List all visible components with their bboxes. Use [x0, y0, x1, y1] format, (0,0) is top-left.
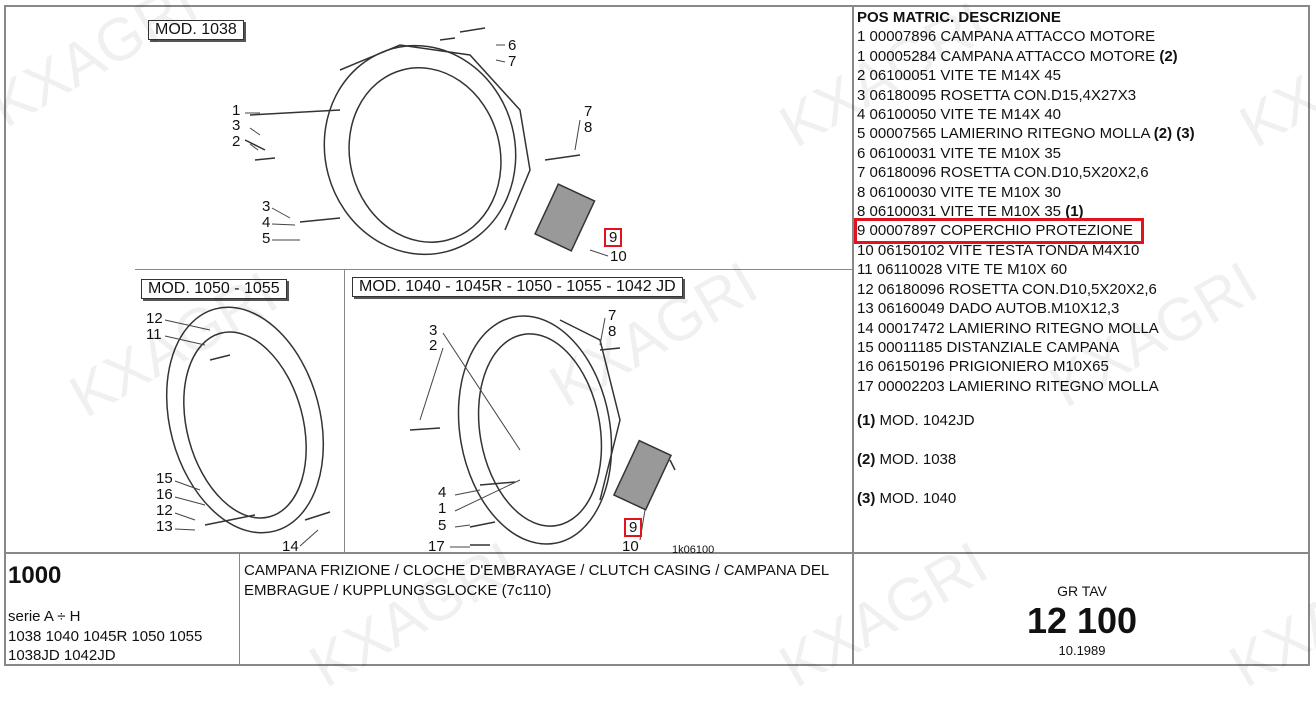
divider	[344, 269, 345, 553]
part-text: 6 06100031 VITE TE M10X 35	[857, 144, 1062, 162]
divider	[135, 269, 853, 270]
callout: 7	[608, 307, 617, 324]
part-text: 3 06180095 ROSETTA CON.D15,4X27X3	[857, 86, 1137, 104]
callout: 2	[429, 337, 438, 354]
part-text: 1 00007896 CAMPANA ATTACCO MOTORE	[857, 28, 1156, 46]
divider	[239, 553, 240, 666]
part-text: 8 06100030 VITE TE M10X 30	[857, 183, 1062, 201]
part-text: 13 06160049 DADO AUTOB.M10X12,3	[857, 300, 1120, 318]
part-note: (1)	[1065, 203, 1084, 221]
model-label-1050-1055: MOD. 1050 - 1055	[141, 279, 287, 299]
callout: 17	[428, 538, 445, 555]
callout: 4	[262, 214, 271, 231]
callout-highlighted[interactable]: 9	[603, 228, 623, 247]
parts-row[interactable]: 7 06180096 ROSETTA CON.D10,5X20X2,6	[857, 163, 1195, 182]
clutch-housing-1038	[244, 27, 596, 256]
callout: 15	[156, 470, 173, 487]
note: (1) MOD. 1042JD	[857, 412, 975, 429]
parts-row[interactable]: 12 06180096 ROSETTA CON.D10,5X20X2,6	[857, 280, 1195, 299]
model-label-1038: MOD. 1038	[148, 20, 244, 40]
parts-row[interactable]: 3 06180095 ROSETTA CON.D15,4X27X3	[857, 86, 1195, 105]
callout: 4	[438, 484, 447, 501]
callout: 6	[508, 37, 517, 54]
part-text: 16 06150196 PRIGIONIERO M10X65	[857, 358, 1109, 376]
parts-row[interactable]: 1 00007896 CAMPANA ATTACCO MOTORE	[857, 27, 1195, 46]
parts-row[interactable]: 17 00002203 LAMIERINO RITEGNO MOLLA	[857, 377, 1195, 396]
models: 1038JD 1042JD	[8, 647, 116, 664]
part-text: 2 06100051 VITE TE M14X 45	[857, 67, 1062, 85]
callout: 1	[438, 500, 447, 517]
clutch-housing-1040	[409, 315, 676, 546]
part-text: 8 06100031 VITE TE M10X 35	[857, 203, 1062, 221]
part-text: 11 06110028 VITE TE M10X 60	[857, 261, 1068, 279]
group-description: CAMPANA FRIZIONE / CLOCHE D'EMBRAYAGE / …	[244, 562, 829, 599]
callout: 10	[610, 248, 627, 265]
drawing-code: 1k06100	[672, 544, 715, 556]
parts-row[interactable]: 14 00017472 LAMIERINO RITEGNO MOLLA	[857, 319, 1195, 338]
exploded-diagram	[164, 27, 676, 548]
callout-highlighted[interactable]: 9	[623, 518, 643, 537]
models: 1038 1040 1045R 1050 1055	[8, 627, 203, 645]
parts-row[interactable]: 2 06100051 VITE TE M14X 45	[857, 66, 1195, 85]
part-text: 4 06100050 VITE TE M14X 40	[857, 106, 1062, 124]
parts-row[interactable]: 5 00007565 LAMIERINO RITEGNO MOLLA (2) (…	[857, 124, 1195, 143]
parts-row[interactable]: 11 06110028 VITE TE M10X 60	[857, 260, 1195, 279]
part-text: 10 06150102 VITE TESTA TONDA M4X10	[857, 241, 1140, 259]
note: (2) MOD. 1038	[857, 451, 957, 468]
part-text: 1 00005284 CAMPANA ATTACCO MOTORE	[857, 47, 1156, 65]
divider	[4, 552, 1310, 554]
part-note: (2)	[1159, 47, 1178, 65]
parts-row[interactable]: 8 06100030 VITE TE M10X 30	[857, 183, 1195, 202]
callout: 8	[584, 119, 593, 136]
series-info: serie A ÷ H 1038 1040 1045R 1050 1055 10…	[8, 607, 202, 666]
divider	[852, 5, 854, 666]
parts-row[interactable]: 16 06150196 PRIGIONIERO M10X65	[857, 357, 1195, 376]
callout: 7	[584, 103, 593, 120]
parts-row[interactable]: 4 06100050 VITE TE M14X 40	[857, 105, 1195, 124]
note: (3) MOD. 1040	[857, 490, 957, 507]
clutch-housing-1050-1055	[165, 306, 331, 534]
part-note: (2) (3)	[1153, 125, 1195, 143]
callout: 3	[232, 117, 241, 134]
callout: 13	[156, 518, 173, 535]
part-text: 12 06180096 ROSETTA CON.D10,5X20X2,6	[857, 280, 1157, 298]
part-text: 15 00011185 DISTANZIALE CAMPANA	[857, 338, 1120, 356]
parts-list: POS MATRIC. DESCRIZIONE 1 00007896 CAMPA…	[854, 8, 1195, 396]
part-text: 5 00007565 LAMIERINO RITEGNO MOLLA	[857, 125, 1150, 143]
part-text: 9 00007897 COPERCHIO PROTEZIONE	[857, 222, 1133, 240]
callout: 11	[146, 326, 162, 343]
parts-row[interactable]: 6 06100031 VITE TE M10X 35	[857, 144, 1195, 163]
parts-row-highlighted[interactable]: 9 00007897 COPERCHIO PROTEZIONE	[854, 218, 1195, 244]
callout: 1	[232, 102, 241, 119]
date: 10.1989	[1058, 643, 1106, 658]
parts-row[interactable]: 10 06150102 VITE TESTA TONDA M4X10	[857, 241, 1195, 260]
callout: 5	[438, 517, 447, 534]
callout: 12	[156, 502, 173, 519]
notes: (1) MOD. 1042JD (2) MOD. 1038 (3) MOD. 1…	[857, 412, 975, 529]
gr-tav-label: GR TAV	[1057, 583, 1107, 599]
parts-row[interactable]: 1 00005284 CAMPANA ATTACCO MOTORE (2)	[857, 47, 1195, 66]
group-code: 1000	[8, 562, 62, 589]
callout: 3	[262, 198, 271, 215]
model-label-1040-group: MOD. 1040 - 1045R - 1050 - 1055 - 1042 J…	[352, 277, 683, 297]
callout: 16	[156, 486, 173, 503]
page-frame	[4, 5, 1310, 666]
callout: 12	[146, 310, 163, 327]
callout: 5	[262, 230, 271, 247]
parts-row[interactable]: 13 06160049 DADO AUTOB.M10X12,3	[857, 299, 1195, 318]
parts-row[interactable]: 15 00011185 DISTANZIALE CAMPANA	[857, 338, 1195, 357]
callout: 14	[282, 538, 299, 555]
part-text: 17 00002203 LAMIERINO RITEGNO MOLLA	[857, 377, 1159, 395]
parts-list-header: POS MATRIC. DESCRIZIONE	[857, 9, 1061, 26]
callout: 2	[232, 133, 241, 150]
part-text: 14 00017472 LAMIERINO RITEGNO MOLLA	[857, 319, 1159, 337]
callout: 8	[608, 323, 617, 340]
series: serie A ÷ H	[8, 608, 81, 625]
part-text: 7 06180096 ROSETTA CON.D10,5X20X2,6	[857, 164, 1149, 182]
gr-tav-number: 12 100	[1026, 600, 1138, 641]
callout: 7	[508, 53, 517, 70]
parts-row[interactable]: 8 06100031 VITE TE M10X 35 (1)	[857, 202, 1195, 221]
callout: 10	[622, 538, 639, 555]
callout: 3	[429, 322, 438, 339]
